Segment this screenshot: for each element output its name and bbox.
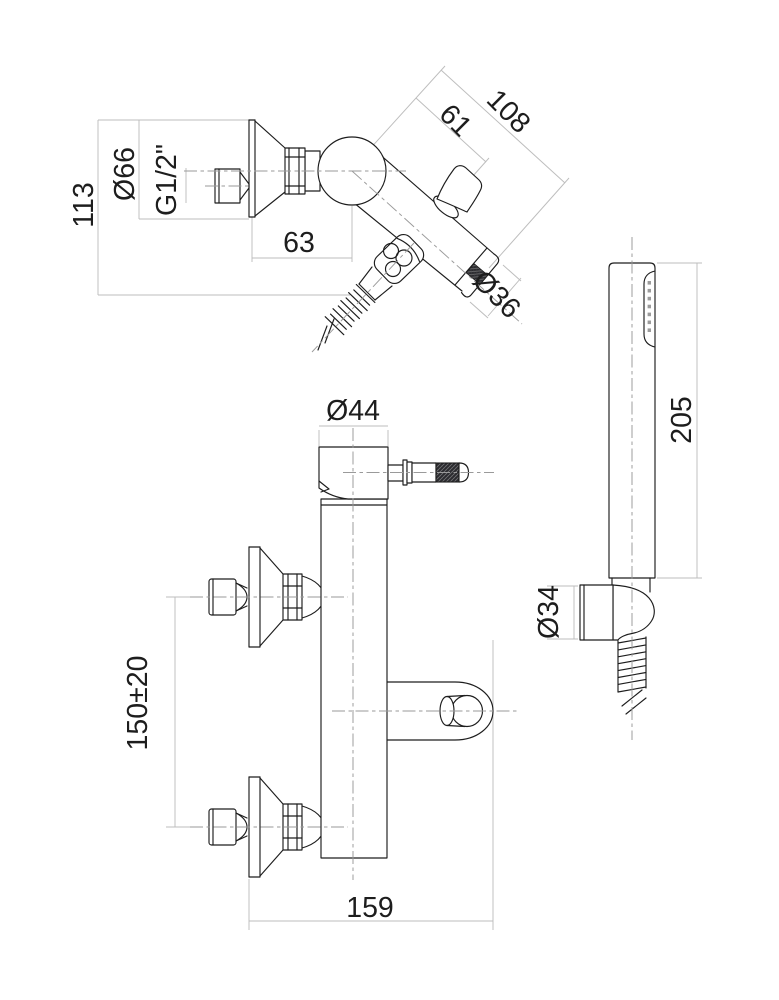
- diverter-knob: [433, 165, 483, 219]
- cartridge-cap: [318, 446, 389, 500]
- handshower-wand: [608, 262, 656, 579]
- front-view-centerlines: [190, 428, 518, 880]
- shower-hose-connection: [317, 233, 425, 351]
- mixer-body: [320, 498, 388, 859]
- hose-break-tick: [625, 697, 647, 715]
- escutcheon-cone: [254, 120, 286, 149]
- front-view: [190, 428, 518, 880]
- hose-ribs: [324, 283, 376, 336]
- spout-set-screw: [465, 263, 489, 285]
- hose-spiral: [617, 636, 647, 715]
- hose-break-tick: [621, 689, 643, 707]
- dim-34-label: Ø34: [533, 585, 565, 639]
- dim-150-label: 150±20: [122, 656, 154, 751]
- side-view-centerlines: [184, 170, 523, 353]
- hand-shower-view: [579, 237, 656, 740]
- dim-thread-label: G1/2": [151, 144, 183, 216]
- dim-63-label: 63: [283, 227, 315, 259]
- dimension-lines: [97, 65, 702, 930]
- dim-61-label: 61: [433, 98, 478, 143]
- dim-205-label: 205: [666, 396, 698, 444]
- dim-159-label: 159: [346, 892, 394, 924]
- wall-mount: [214, 119, 321, 218]
- dim-44-label: Ø44: [326, 395, 380, 427]
- wall-bracket: [579, 577, 655, 641]
- spray-nozzles: [647, 281, 651, 332]
- dim-66-label: Ø66: [109, 147, 141, 201]
- side-view: [184, 119, 523, 353]
- hose-break-tick: [324, 318, 335, 344]
- hose-break-tick: [317, 325, 328, 351]
- bracket-knuckle: [612, 584, 655, 641]
- spray-face: [643, 270, 656, 348]
- dim-108-label: 108: [480, 84, 536, 140]
- dim-113-label: 113: [68, 182, 100, 227]
